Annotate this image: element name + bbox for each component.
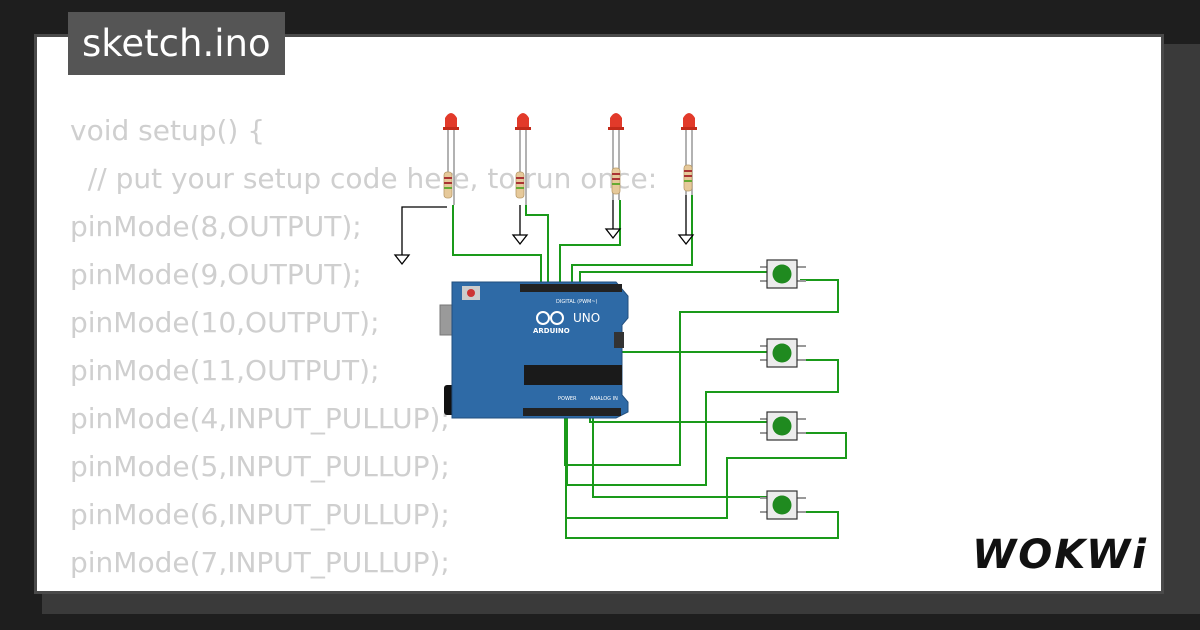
resistor-icon	[683, 164, 693, 192]
code-line: pinMode(11,OUTPUT);	[70, 354, 380, 387]
microcontroller-chip-icon	[524, 365, 622, 385]
code-line: pinMode(6,INPUT_PULLUP);	[70, 498, 450, 531]
analog-label: ANALOG IN	[590, 396, 618, 402]
resistor-icon	[443, 171, 453, 199]
arduino-uno-board: ARDUINO UNO DIGITAL (PWM~) POWER ANALOG …	[439, 281, 629, 419]
code-line: pinMode(7,INPUT_PULLUP);	[70, 546, 450, 579]
wire-led1	[452, 205, 542, 283]
reset-button-icon	[467, 289, 475, 297]
code-line: pinMode(10,OUTPUT);	[70, 306, 380, 339]
led-icon	[610, 113, 622, 128]
button-cap-icon	[772, 264, 792, 284]
digital-label: DIGITAL (PWM~)	[556, 299, 598, 305]
code-line: pinMode(4,INPUT_PULLUP);	[70, 402, 450, 435]
wire-led4	[571, 195, 693, 283]
code-line: pinMode(9,OUTPUT);	[70, 258, 362, 291]
analog-header	[523, 408, 621, 416]
ground-wire-1	[401, 206, 447, 255]
wire-btn1-a	[579, 271, 767, 283]
pushbutton-2	[760, 338, 806, 368]
ground-wires	[393, 195, 695, 266]
ground-icon	[393, 254, 411, 266]
wire-btn4-b	[565, 415, 839, 539]
resistor-icon	[611, 167, 621, 195]
led-group-3	[608, 113, 624, 200]
button-cap-icon	[772, 416, 792, 436]
pushbutton-1	[760, 259, 806, 289]
led-group-2	[515, 113, 531, 205]
button-cap-icon	[772, 495, 792, 515]
ground-icon	[677, 234, 695, 246]
board-brand-label: ARDUINO	[533, 327, 570, 335]
digital-header	[520, 284, 622, 292]
ground-icon	[511, 234, 529, 246]
resistor-icon	[515, 171, 525, 199]
led-group-4	[681, 113, 697, 195]
window-title: sketch.ino	[68, 12, 285, 75]
wokwi-logo: WOKWi	[972, 532, 1148, 578]
led-icon	[517, 113, 529, 128]
led-icon	[445, 113, 457, 128]
wire-led3	[559, 200, 621, 283]
button-cap-icon	[772, 343, 792, 363]
code-line: pinMode(8,OUTPUT);	[70, 210, 362, 243]
pushbutton-4	[760, 490, 806, 520]
code-line: pinMode(5,INPUT_PULLUP);	[70, 450, 450, 483]
infinity-logo-icon	[536, 311, 550, 325]
pushbutton-3	[760, 411, 806, 441]
board-model-label: UNO	[573, 311, 600, 325]
ground-icon	[604, 228, 622, 240]
led-icon	[683, 113, 695, 128]
power-label: POWER	[558, 396, 577, 402]
code-line: void setup() {	[70, 114, 266, 147]
led-group-1	[443, 113, 459, 205]
wire-led2	[525, 205, 549, 283]
